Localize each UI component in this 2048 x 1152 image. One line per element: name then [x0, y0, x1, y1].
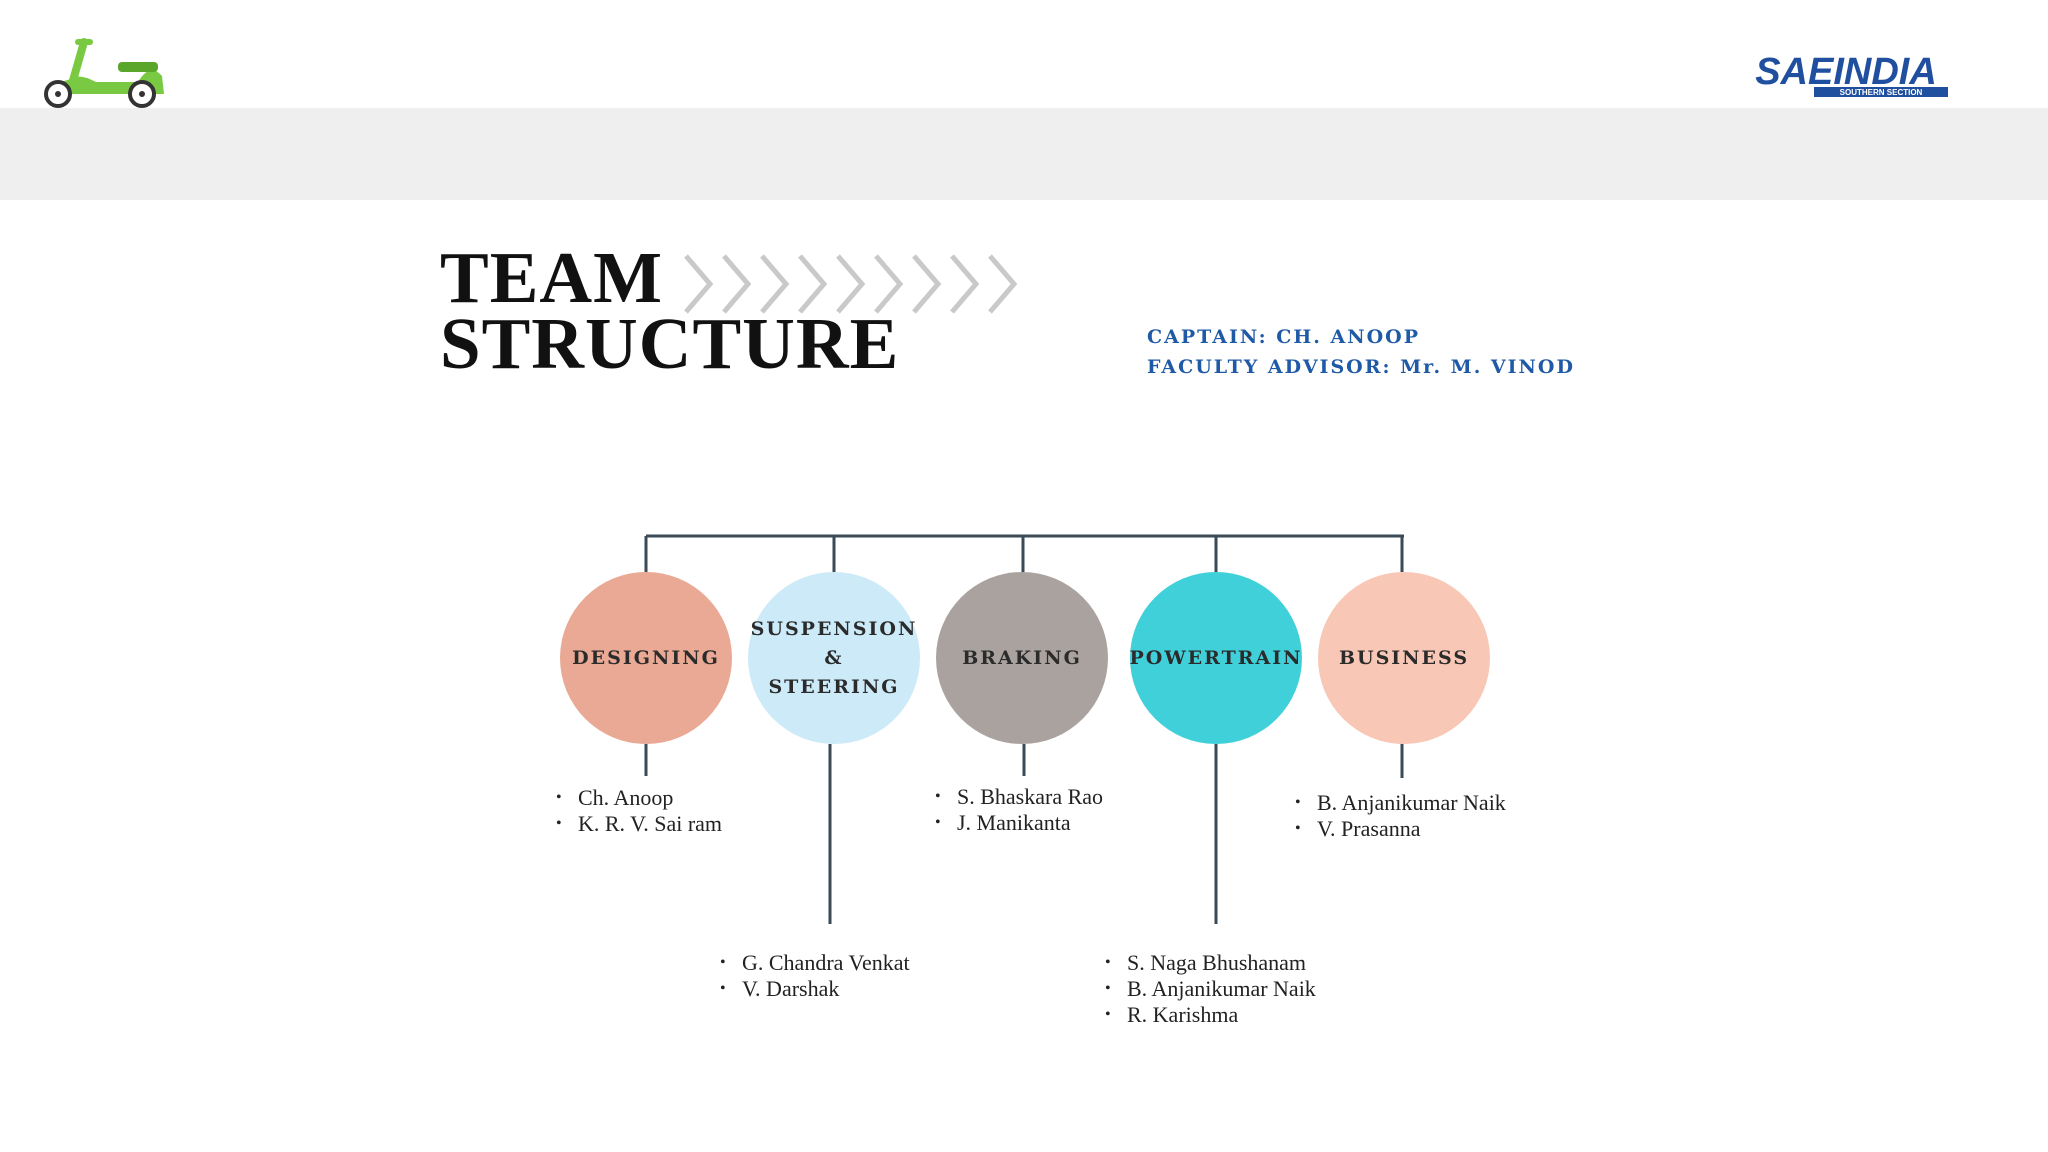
- team-label-steering: STEERING: [768, 675, 900, 698]
- member-list-suspension-steering: G. Chandra Venkat V. Darshak: [720, 950, 910, 1002]
- list-item: S. Naga Bhushanam: [1105, 950, 1316, 976]
- logo-text: SAEINDIA: [1755, 51, 1937, 93]
- member-list-designing: Ch. Anoop K. R. V. Sai ram: [556, 785, 722, 837]
- team-circle-braking: BRAKING: [936, 572, 1108, 744]
- list-item: B. Anjanikumar Naik: [1295, 790, 1506, 816]
- list-item: J. Manikanta: [935, 810, 1103, 836]
- team-leadership: CAPTAIN: CH. ANOOP FACULTY ADVISOR: Mr. …: [1147, 322, 1575, 382]
- member-list-braking: S. Bhaskara Rao J. Manikanta: [935, 784, 1103, 836]
- list-item: V. Prasanna: [1295, 816, 1506, 842]
- title-line-1: TEAM: [440, 237, 663, 318]
- team-circle-suspension-steering: SUSPENSION & STEERING: [748, 572, 920, 744]
- list-item: G. Chandra Venkat: [720, 950, 910, 976]
- header-band: [0, 108, 2048, 200]
- member-list-powertrain: S. Naga Bhushanam B. Anjanikumar Naik R.…: [1105, 950, 1316, 1028]
- member-list-business: B. Anjanikumar Naik V. Prasanna: [1295, 790, 1506, 842]
- list-item: S. Bhaskara Rao: [935, 784, 1103, 810]
- list-item: R. Karishma: [1105, 1002, 1316, 1028]
- team-label-designing: DESIGNING: [572, 646, 720, 669]
- team-label-braking: BRAKING: [962, 646, 1082, 669]
- team-circle-business: BUSINESS: [1318, 572, 1490, 744]
- list-item: Ch. Anoop: [556, 785, 722, 811]
- team-circle-designing: DESIGNING: [560, 572, 732, 744]
- saeindia-logo: SAEINDIA SOUTHERN SECTION: [1744, 50, 1948, 100]
- list-item: V. Darshak: [720, 976, 910, 1002]
- team-label-powertrain: POWERTRAIN: [1129, 646, 1303, 669]
- logo-subtext: SOUTHERN SECTION: [1840, 88, 1923, 97]
- team-label-suspension: SUSPENSION: [750, 617, 918, 640]
- faculty-advisor-label: FACULTY ADVISOR: Mr. M. VINOD: [1147, 356, 1575, 378]
- title-line-2: STRUCTURE: [440, 303, 900, 384]
- team-label-ampersand: &: [824, 646, 844, 669]
- captain-label: CAPTAIN: CH. ANOOP: [1147, 326, 1420, 348]
- team-circle-powertrain: POWERTRAIN: [1129, 572, 1303, 744]
- chevron-arrows-icon: [684, 254, 1018, 314]
- list-item: B. Anjanikumar Naik: [1105, 976, 1316, 1002]
- team-label-business: BUSINESS: [1338, 646, 1470, 669]
- page-title: TEAM STRUCTURE: [440, 237, 900, 384]
- scooter-logo-icon: [44, 38, 164, 108]
- list-item: K. R. V. Sai ram: [556, 811, 722, 837]
